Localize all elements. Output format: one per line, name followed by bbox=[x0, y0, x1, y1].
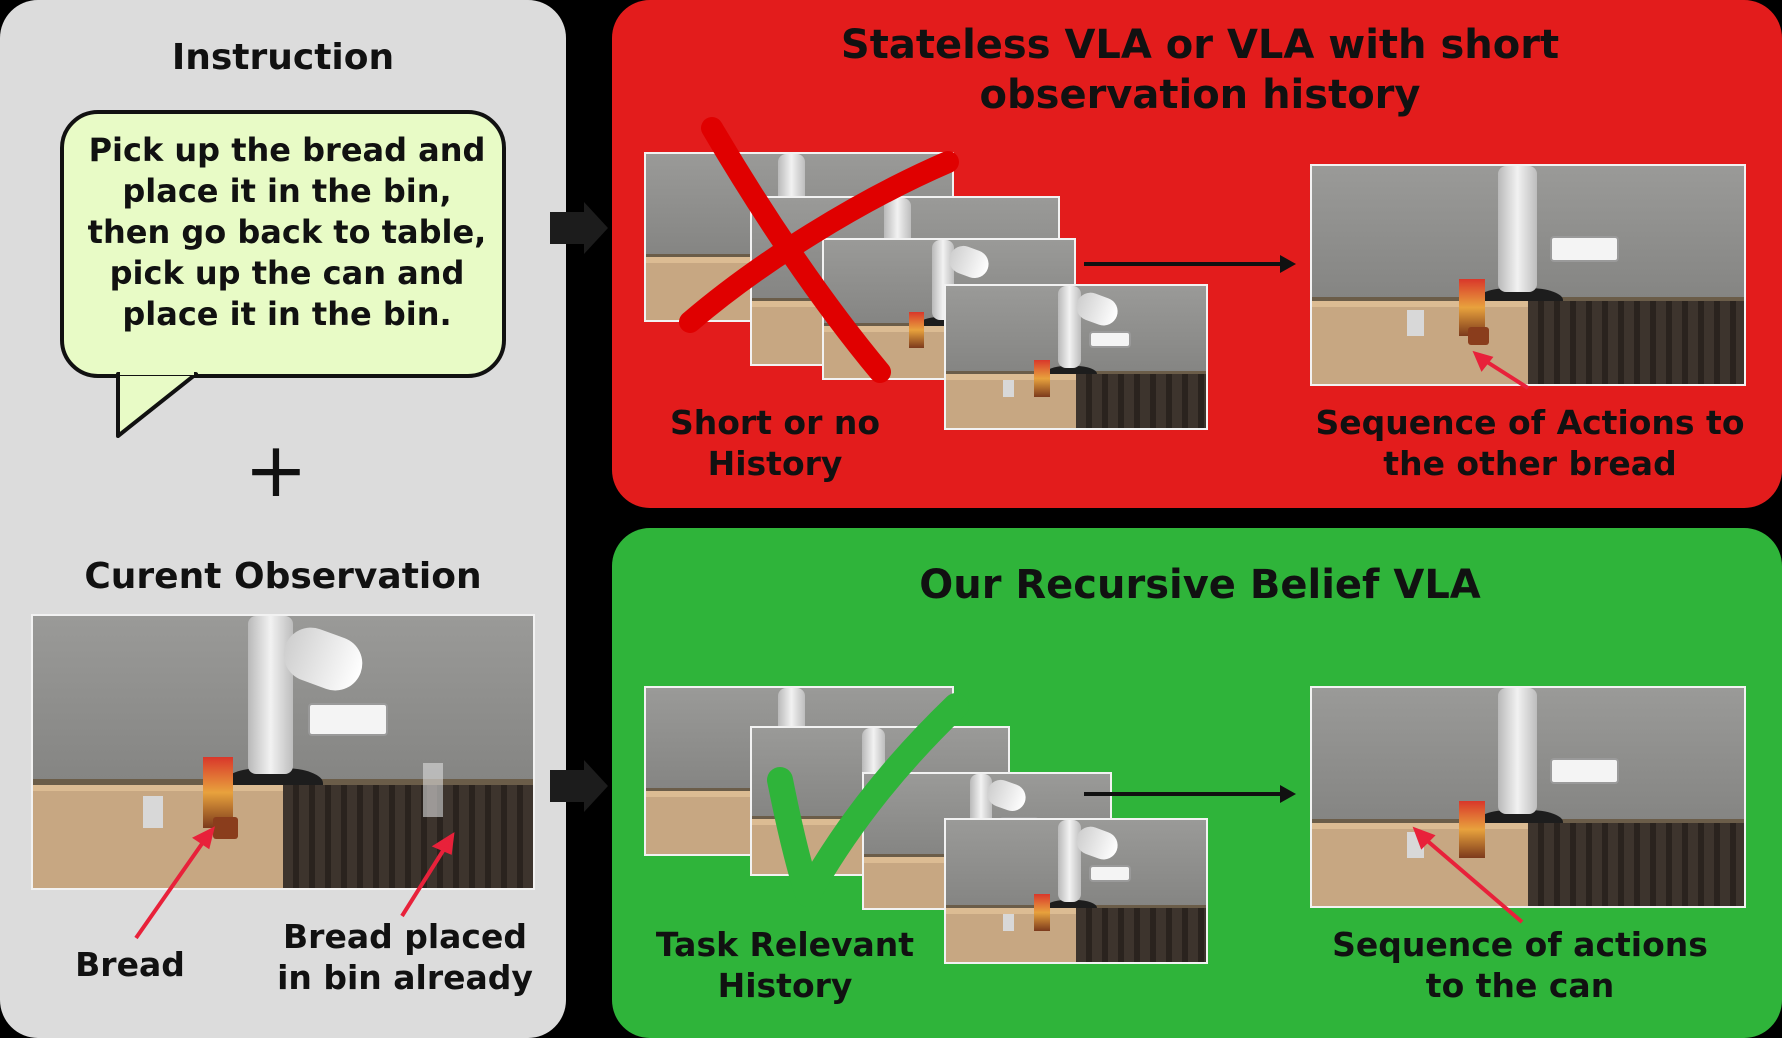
baseline-flow-arrow-head bbox=[1280, 255, 1296, 273]
ours-title: Our Recursive Belief VLA bbox=[820, 560, 1580, 610]
baseline-title: Stateless VLA or VLA with short observat… bbox=[820, 20, 1580, 120]
instruction-title: Instruction bbox=[0, 36, 566, 79]
speech-bubble: Pick up the bread and place it in the bi… bbox=[60, 110, 506, 378]
baseline-action-image bbox=[1310, 164, 1746, 386]
plus-sign: + bbox=[226, 432, 326, 508]
observation-title: Curent Observation bbox=[0, 555, 566, 598]
ours-flow-arrow bbox=[1084, 792, 1288, 796]
ours-action-label: Sequence of actions to the can bbox=[1310, 924, 1730, 1006]
baseline-flow-arrow bbox=[1084, 262, 1288, 266]
baseline-action-label: Sequence of Actions to the other bread bbox=[1310, 402, 1750, 484]
ours-action-image bbox=[1310, 686, 1746, 908]
bread-label: Bread bbox=[60, 944, 200, 985]
baseline-history-frame-4 bbox=[944, 284, 1208, 430]
baseline-history-label: Short or no History bbox=[650, 402, 900, 484]
ours-history-frame-4 bbox=[944, 818, 1208, 964]
ours-flow-arrow-head bbox=[1280, 785, 1296, 803]
bread-placed-label: Bread placed in bin already bbox=[270, 916, 540, 998]
instruction-text: Pick up the bread and place it in the bi… bbox=[78, 130, 496, 335]
current-observation-image bbox=[31, 614, 535, 890]
ours-history-label: Task Relevant History bbox=[640, 924, 930, 1006]
